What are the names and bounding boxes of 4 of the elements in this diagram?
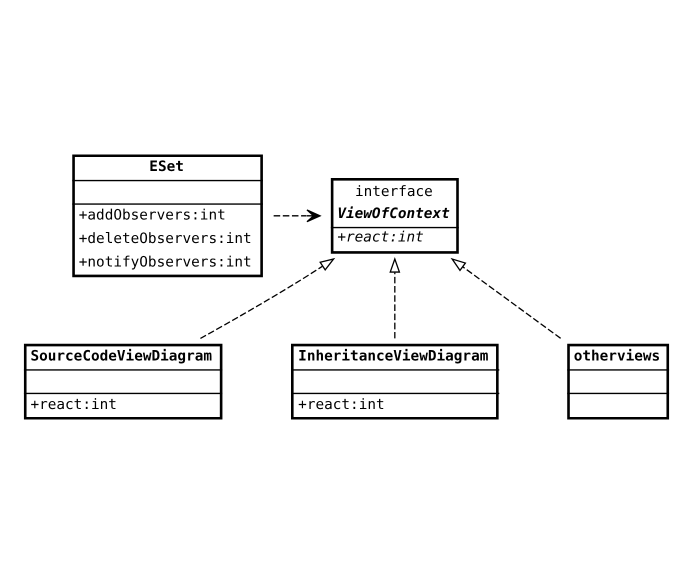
arrow <box>200 257 336 338</box>
arrow <box>389 256 400 338</box>
arrow <box>274 208 321 222</box>
arrow <box>450 257 561 338</box>
